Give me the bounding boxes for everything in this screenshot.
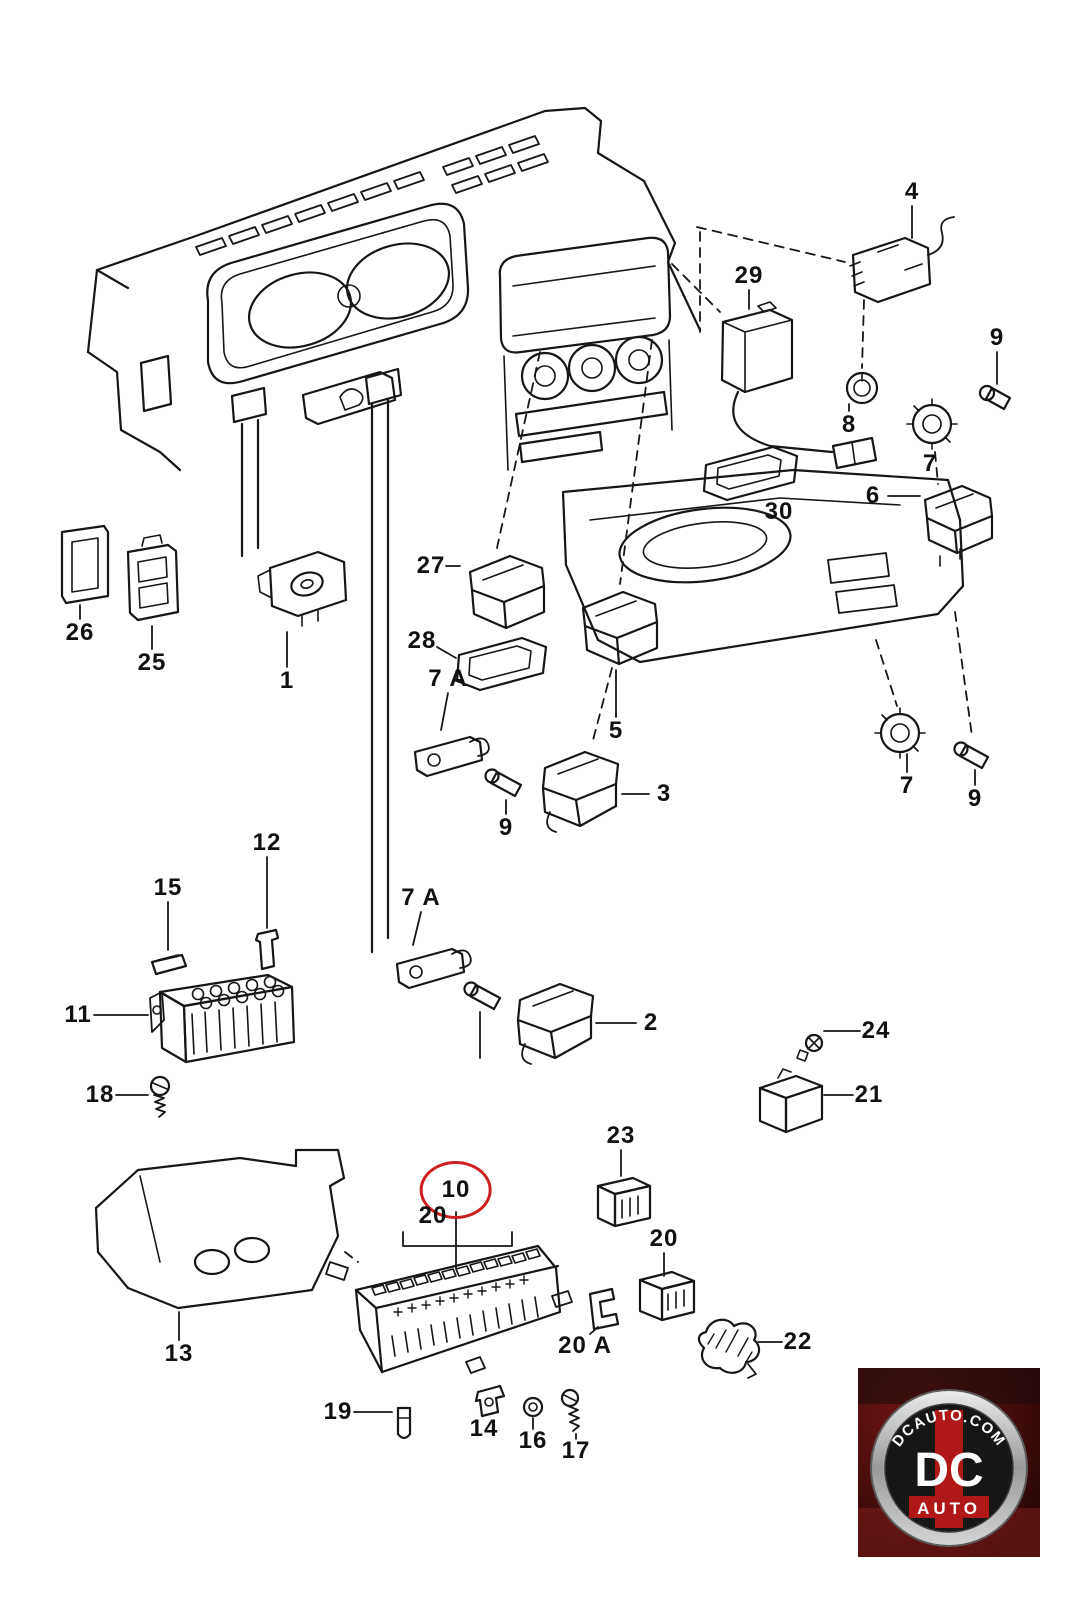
part-8-ring-art: [845, 371, 879, 405]
part-6-rocker-switch-art: [923, 484, 994, 567]
part-14-clip-art: [474, 1384, 506, 1418]
label-leader-lines: [79, 205, 998, 1440]
part-13-bracket-art: [94, 1148, 349, 1310]
part-30-trim-frame-art: [702, 445, 799, 502]
part-10-fuse-box-art: [354, 1211, 573, 1374]
part-15-clip-art: [150, 953, 188, 976]
part-7a-lock-cylinder-lower-art: [395, 947, 502, 1011]
dcauto-watermark: DCAUTO.COM DC AUTO: [858, 1368, 1040, 1557]
part-21-relay-art: [758, 1068, 824, 1134]
part-26-frame-art: [60, 524, 110, 605]
part-25-switch-art: [126, 534, 180, 622]
defroster-vents-art: [195, 135, 549, 256]
part-7a-lock-cylinder-upper-art: [413, 735, 523, 798]
part-18-screw-art: [149, 1075, 171, 1118]
part-17-screw-art: [560, 1388, 580, 1432]
part-9-bulb-upper-art: [978, 384, 1012, 411]
part-20-relay-art: [638, 1270, 696, 1322]
center-console-art: [561, 468, 965, 664]
dcauto-badge: DCAUTO.COM DC AUTO: [858, 1368, 1040, 1557]
part-28-trim-frame-art: [455, 636, 548, 692]
part-11-fuse-holder-art: [149, 973, 296, 1064]
badge-monogram-text: DC: [914, 1444, 983, 1497]
part-24-fastener-art: [796, 1033, 824, 1062]
part-1-headlight-switch-art: [257, 550, 348, 627]
part-20a-clip-art: [588, 1287, 620, 1331]
part-29-relay-art: [720, 301, 878, 470]
badge-red-banner-horizontal: [909, 1496, 989, 1518]
part-9-bulb-lower-art: [953, 741, 990, 770]
part-16-washer-art: [522, 1396, 544, 1418]
part-2-switch-art: [516, 982, 595, 1065]
part-4-connector-art: [849, 216, 955, 304]
part-22-grommet-art: [697, 1318, 761, 1379]
part-7-socket-lower-art: [874, 707, 926, 759]
part-7-socket-upper-art: [906, 398, 958, 450]
locator-dashed-lines: [344, 226, 973, 1263]
part-5-rocker-switch-art: [581, 590, 659, 666]
part-27-rocker-switch-art: [468, 554, 546, 630]
part-19-bulb-art: [396, 1406, 412, 1440]
part-23-relay-art: [596, 1176, 652, 1228]
part-12-fuse-art: [254, 928, 280, 971]
badge-word-text: AUTO: [917, 1499, 981, 1518]
part-3-switch-art: [541, 750, 620, 833]
dashboard-panel-art: [86, 106, 702, 954]
